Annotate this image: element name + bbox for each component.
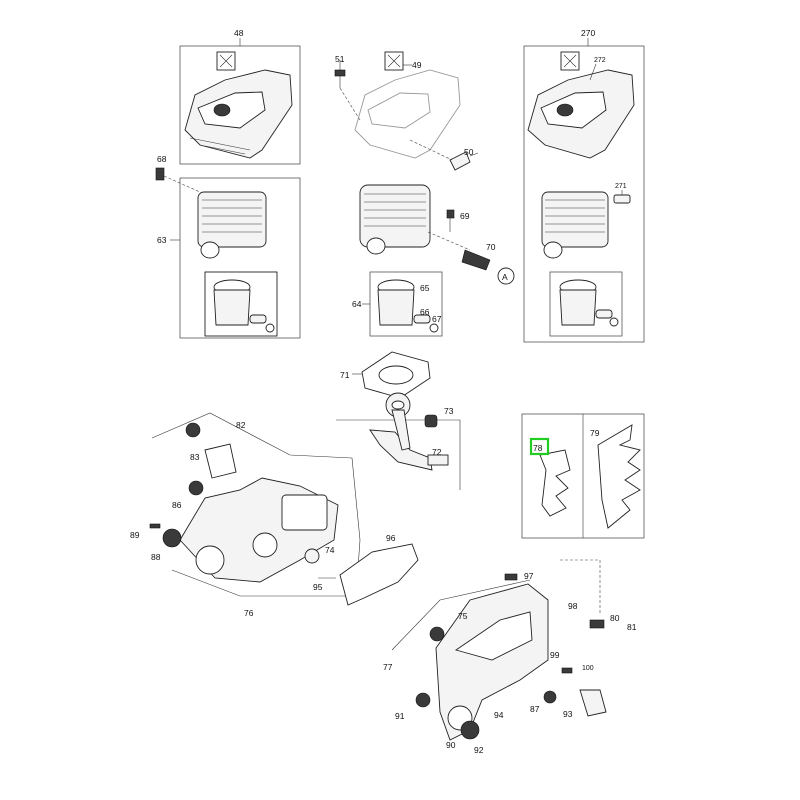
cover-assembly-270 bbox=[523, 38, 645, 343]
callout-270: 270 bbox=[581, 28, 595, 38]
callout-99: 99 bbox=[550, 650, 560, 660]
cover-assembly-49 bbox=[334, 51, 479, 171]
cylinder-center bbox=[359, 184, 515, 337]
callout-76: 76 bbox=[244, 608, 254, 618]
callout-64: 64 bbox=[352, 299, 362, 309]
callout-82: 82 bbox=[236, 420, 246, 430]
callout-65: 65 bbox=[420, 283, 430, 293]
callout-83: 83 bbox=[190, 452, 200, 462]
callout-100: 100 bbox=[582, 665, 594, 672]
callout-66: 66 bbox=[420, 307, 430, 317]
gasket-71 bbox=[352, 351, 431, 399]
callout-272: 272 bbox=[594, 57, 606, 64]
crankcase-right-77 bbox=[391, 559, 607, 741]
callout-74: 74 bbox=[325, 545, 335, 555]
callout-90: 90 bbox=[446, 740, 456, 750]
callout-80: 80 bbox=[610, 613, 620, 623]
callout-48: 48 bbox=[234, 28, 244, 38]
callout-72: 72 bbox=[432, 447, 442, 457]
callout-98: 98 bbox=[568, 601, 578, 611]
callout-A: A bbox=[502, 272, 508, 282]
callout-77: 77 bbox=[383, 662, 393, 672]
callout-labels: 48 51 49 50 270 272 271 68 63 69 70 A 64… bbox=[130, 28, 637, 755]
callout-50: 50 bbox=[464, 147, 474, 157]
callout-75: 75 bbox=[458, 611, 468, 621]
callout-67: 67 bbox=[432, 314, 442, 324]
callout-86: 86 bbox=[172, 500, 182, 510]
callout-68: 68 bbox=[157, 154, 167, 164]
callout-73: 73 bbox=[444, 406, 454, 416]
callout-92: 92 bbox=[474, 745, 484, 755]
callout-71: 71 bbox=[340, 370, 350, 380]
callout-94: 94 bbox=[494, 710, 504, 720]
callout-81: 81 bbox=[627, 622, 637, 632]
callout-70: 70 bbox=[486, 242, 496, 252]
callout-78: 78 bbox=[533, 443, 543, 453]
callout-96: 96 bbox=[386, 533, 396, 543]
callout-79: 79 bbox=[590, 428, 600, 438]
callout-51: 51 bbox=[335, 54, 345, 64]
callout-63: 63 bbox=[157, 235, 167, 245]
callout-87: 87 bbox=[530, 704, 540, 714]
gasket-96 bbox=[339, 543, 419, 606]
callout-97: 97 bbox=[524, 571, 534, 581]
bumper-spike-box bbox=[521, 413, 645, 539]
cover-assembly-48 bbox=[179, 38, 301, 165]
callout-69: 69 bbox=[460, 211, 470, 221]
callout-93: 93 bbox=[563, 709, 573, 719]
cylinder-assembly-63 bbox=[155, 167, 301, 339]
callout-88: 88 bbox=[151, 552, 161, 562]
crankcase-left-76 bbox=[149, 412, 361, 597]
callout-271: 271 bbox=[615, 183, 627, 190]
highlight-78 bbox=[529, 437, 550, 456]
crankshaft-72 bbox=[336, 392, 461, 490]
callout-89: 89 bbox=[130, 530, 140, 540]
callout-49: 49 bbox=[412, 60, 422, 70]
callout-95: 95 bbox=[313, 582, 323, 592]
callout-91: 91 bbox=[395, 711, 405, 721]
